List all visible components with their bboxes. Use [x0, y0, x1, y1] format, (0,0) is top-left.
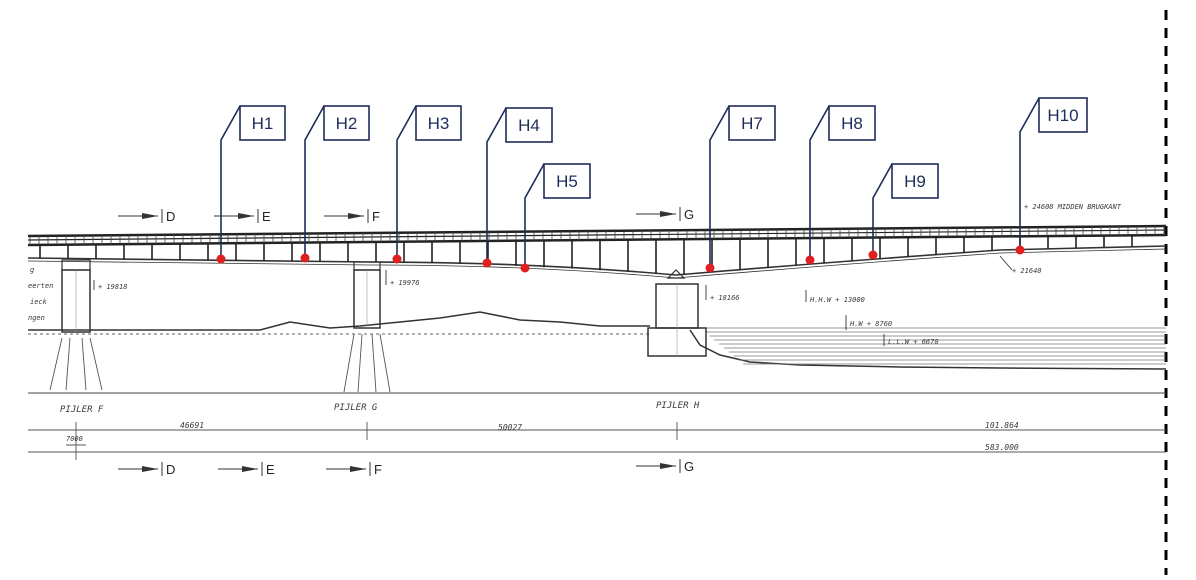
measurement-point	[300, 253, 310, 263]
section-cut-arrows: D E F G D E F G	[118, 207, 694, 477]
measurement-point	[1015, 245, 1025, 255]
callout-h9: H9	[868, 163, 939, 260]
leader-line	[486, 107, 507, 263]
callout-h10: H10	[1015, 97, 1088, 255]
elevation-hhw: H.H.W + 13000	[809, 296, 865, 304]
elevation-deck-top: + 24608 MIDDEN BRUGKANT	[1024, 203, 1122, 211]
label-box	[1038, 97, 1088, 133]
section-arrow-bottom-f: F	[326, 462, 382, 477]
section-arrow-bottom-f-label: F	[374, 462, 382, 477]
pier-f	[49, 259, 103, 391]
measurement-point	[805, 255, 815, 265]
section-arrow-bottom-g-label: G	[684, 459, 694, 474]
marker-label: H9	[904, 172, 926, 191]
callout-h1: H1	[216, 105, 286, 264]
bridge-bottom-chord	[27, 245, 1167, 276]
label-box	[505, 107, 553, 143]
dimension-2: 50027	[498, 423, 522, 432]
marker-label: H2	[336, 114, 358, 133]
label-box	[415, 105, 462, 141]
leader-line	[1019, 97, 1040, 250]
section-arrow-bottom-e-label: E	[266, 462, 275, 477]
label-box	[828, 105, 876, 141]
section-arrow-top-e-label: E	[262, 209, 271, 224]
elevation-markers	[93, 255, 1013, 346]
girder-posts	[39, 235, 1133, 275]
callout-h7: H7	[705, 105, 776, 273]
leader-line	[304, 105, 325, 258]
ground-profile	[28, 311, 650, 331]
measurement-point	[868, 250, 878, 260]
measurement-point	[520, 263, 530, 273]
section-arrow-top-e: E	[214, 209, 271, 224]
dimension-4: 583.000	[985, 443, 1019, 452]
elevation-pier-h: + 18166	[710, 294, 740, 302]
bridge-deck	[27, 224, 1167, 247]
leader-line	[872, 163, 893, 255]
pier-h-label: PIJLER H	[656, 401, 700, 411]
section-arrow-top-f-label: F	[372, 209, 380, 224]
river	[689, 327, 1167, 370]
dimension-lines	[28, 422, 1166, 460]
section-arrow-bottom-d: D	[118, 462, 175, 477]
left-note-2: eerten	[28, 282, 53, 290]
callout-h4: H4	[482, 107, 553, 268]
marker-label: H5	[556, 172, 578, 191]
measurement-point	[216, 254, 226, 264]
label-box	[323, 105, 370, 141]
callout-h2: H2	[300, 105, 370, 263]
drawing-annotations: PIJLER F PIJLER G PIJLER H 46691 50027 1…	[28, 203, 1122, 452]
label-box	[543, 163, 591, 199]
leader-line	[220, 105, 241, 259]
pier-g-label: PIJLER G	[334, 403, 378, 413]
leader-line	[709, 105, 730, 268]
leader-line	[524, 163, 545, 268]
label-box	[891, 163, 939, 199]
dimension-3: 101.864	[985, 421, 1019, 430]
section-arrow-bottom-d-label: D	[166, 462, 175, 477]
elevation-right: + 21640	[1012, 267, 1042, 275]
callout-h8: H8	[805, 105, 876, 265]
pier-g	[343, 261, 391, 393]
callout-h5: H5	[520, 163, 591, 273]
measurement-point	[705, 263, 715, 273]
dimension-5: 7000	[66, 435, 83, 443]
marker-label: H3	[428, 114, 450, 133]
left-note-1: g	[30, 266, 34, 274]
elevation-llw: L.L.W + 6670	[888, 338, 939, 346]
marker-label: H1	[252, 114, 274, 133]
section-arrow-top-g: G	[636, 207, 694, 222]
leader-line	[809, 105, 830, 260]
section-arrow-bottom-e: E	[218, 462, 275, 477]
marker-label: H7	[741, 114, 763, 133]
pier-h	[647, 269, 707, 357]
label-box	[728, 105, 776, 141]
label-box	[239, 105, 286, 141]
marker-label: H8	[841, 114, 863, 133]
marker-label: H10	[1047, 106, 1078, 125]
left-note-3: ieck	[30, 298, 48, 306]
pier-f-label: PIJLER F	[60, 405, 104, 415]
left-note-4: ngen	[28, 314, 45, 322]
elevation-pier-g: + 19976	[390, 279, 420, 287]
marker-label: H4	[518, 116, 540, 135]
section-arrow-top-d-label: D	[166, 209, 175, 224]
leader-line	[396, 105, 417, 259]
section-arrow-top-d: D	[118, 209, 175, 224]
section-arrow-bottom-g: G	[636, 459, 694, 474]
elevation-hw: H.W + 8760	[849, 320, 892, 328]
section-arrow-top-g-label: G	[684, 207, 694, 222]
elevation-pier-f: + 19818	[98, 283, 128, 291]
measurement-point	[392, 254, 402, 264]
bridge-bottom-chord-lower	[27, 248, 1167, 279]
section-arrow-top-f: F	[324, 209, 380, 224]
callout-h3: H3	[392, 105, 462, 264]
dimension-1: 46691	[180, 421, 204, 430]
measurement-point	[482, 258, 492, 268]
